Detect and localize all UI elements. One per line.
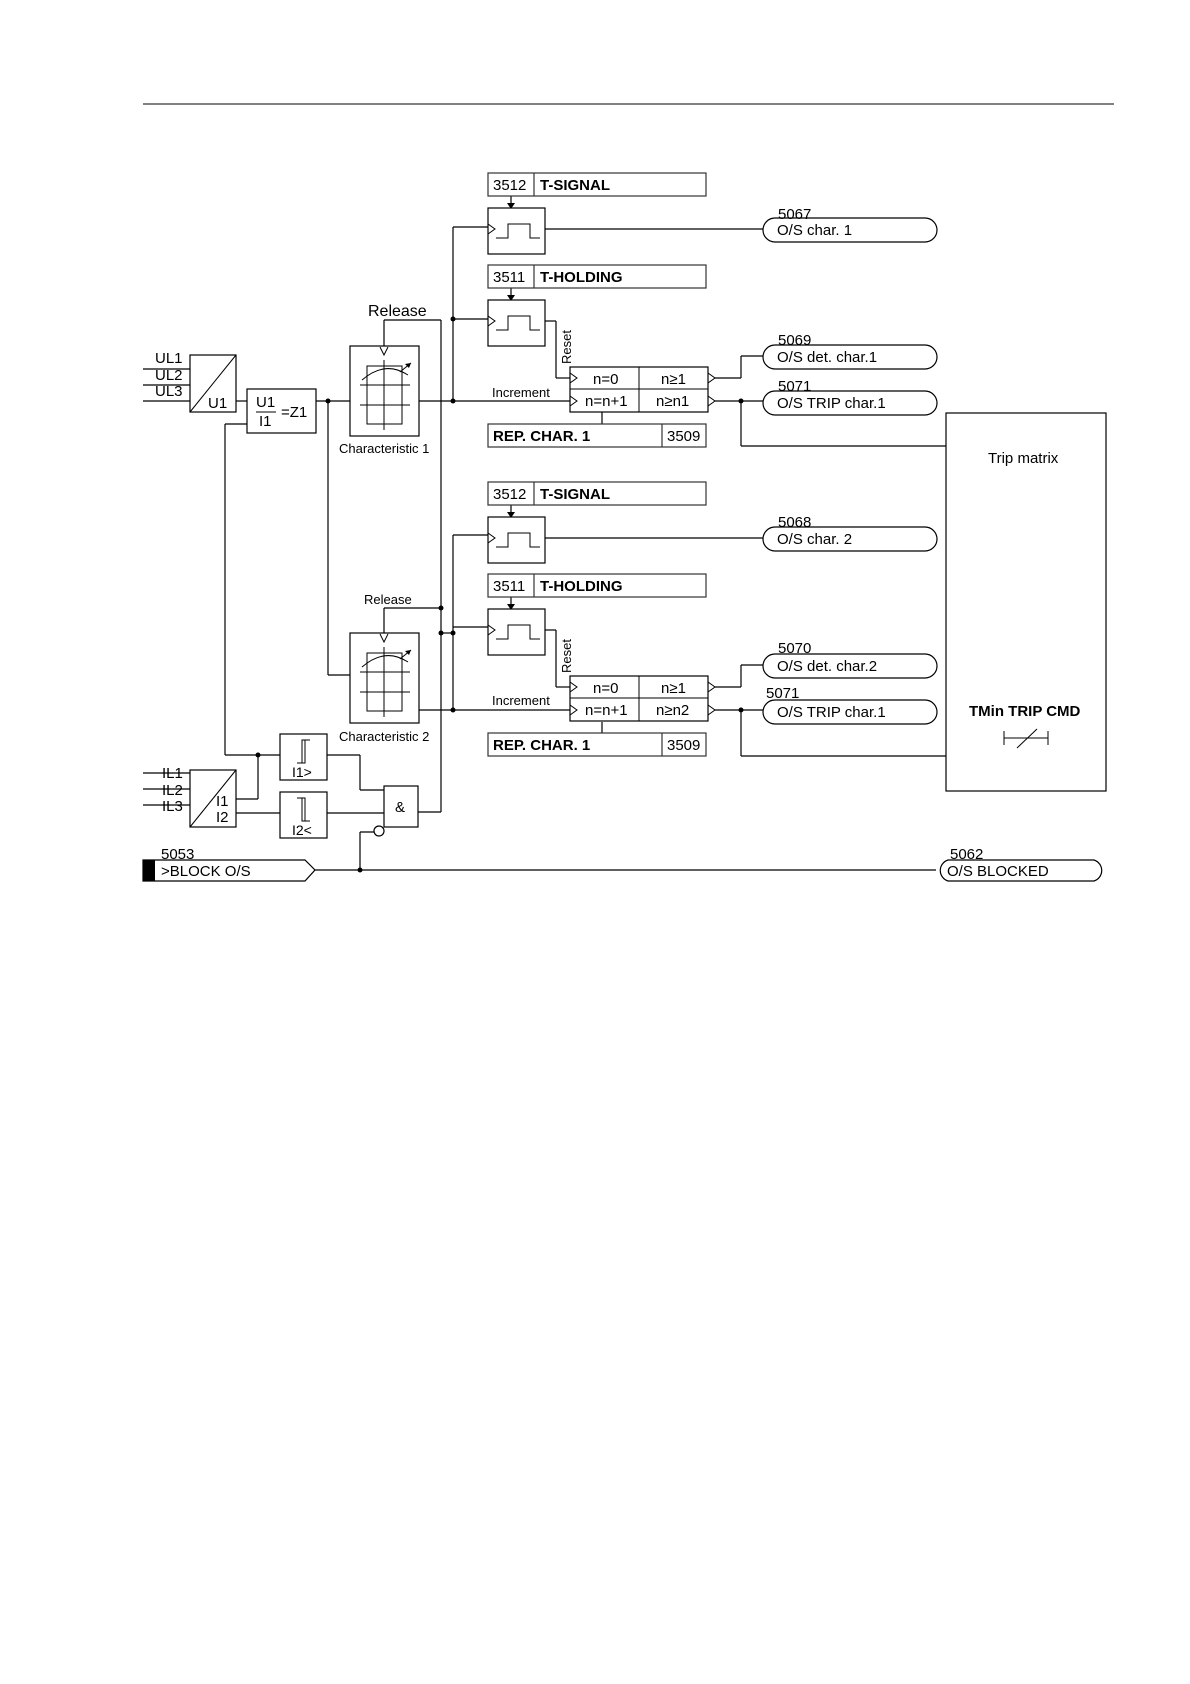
pulse-timer-2	[487, 516, 546, 564]
t-holding-2-name: T-HOLDING	[540, 578, 623, 595]
input-il1: IL1	[162, 765, 183, 782]
output-char-1-num: 5067	[778, 206, 811, 223]
t-signal-2-num: 3512	[493, 486, 526, 503]
rep-char-2-num: 3509	[667, 737, 700, 754]
counter-2-ninc: n=n+1	[585, 702, 628, 719]
current-converter-i2: I2	[216, 809, 229, 826]
t-signal-1-num: 3512	[493, 177, 526, 194]
impedance-block: U1 I1 =Z1	[246, 388, 317, 434]
output-det-char-2-num: 5070	[778, 640, 811, 657]
output-char-2: 5068 O/S char. 2	[762, 514, 938, 552]
trip-matrix: Trip matrix TMin TRIP CMD	[945, 412, 1107, 792]
arrow-heads	[507, 203, 515, 610]
hold-timer-2	[487, 608, 546, 656]
characteristic-2-label: Characteristic 2	[339, 729, 429, 744]
output-char-1-label: O/S char. 1	[777, 222, 852, 239]
i2-threshold-label: I2<	[292, 822, 312, 838]
output-char-2-num: 5068	[778, 514, 811, 531]
t-signal-2-setting: 3512 T-SIGNAL	[487, 481, 707, 506]
t-holding-2-num: 3511	[493, 578, 525, 595]
negation-circle	[373, 825, 385, 837]
input-il2: IL2	[162, 782, 183, 799]
t-holding-1-name: T-HOLDING	[540, 269, 623, 286]
i1-threshold-block: I1>	[279, 733, 328, 781]
increment-label-1: Increment	[492, 385, 550, 400]
current-converter-i1: I1	[216, 793, 229, 810]
t-holding-2-setting: 3511 T-HOLDING	[487, 573, 707, 598]
rep-char-1-num: 3509	[667, 428, 700, 445]
impedance-den: I1	[259, 413, 272, 430]
output-trip-char-2-num: 5071	[766, 685, 799, 702]
t-signal-2-name: T-SIGNAL	[540, 486, 610, 503]
input-ul3: UL3	[155, 383, 183, 400]
output-det-char-2: 5070 O/S det. char.2	[762, 640, 938, 679]
counter-1-n0: n=0	[593, 371, 618, 388]
release-label-2: Release	[364, 592, 412, 607]
impedance-num: U1	[256, 394, 275, 411]
output-det-char-1: 5069 O/S det. char.1	[762, 332, 938, 370]
output-trip-char-1-num: 5071	[778, 378, 811, 395]
increment-label-2: Increment	[492, 693, 550, 708]
block-output: 5062 O/S BLOCKED	[939, 846, 1103, 882]
counter-1-ninc: n=n+1	[585, 393, 628, 410]
counter-2: n=0 n=n+1 n≥1 n≥n2	[569, 675, 716, 722]
hold-timer-1	[487, 299, 546, 347]
block-output-label: O/S BLOCKED	[947, 863, 1049, 880]
output-det-char-1-label: O/S det. char.1	[777, 349, 877, 366]
counter-1-ge1: n≥1	[661, 371, 686, 388]
t-signal-1-setting: 3512 T-SIGNAL	[487, 172, 707, 197]
characteristic-1-label: Characteristic 1	[339, 441, 429, 456]
output-char-2-label: O/S char. 2	[777, 531, 852, 548]
output-trip-char-1: 5071 O/S TRIP char.1	[762, 378, 938, 416]
impedance-characteristic-icon	[360, 360, 412, 430]
voltage-converter: U1	[189, 354, 237, 413]
output-char-1: 5067 O/S char. 1	[762, 206, 938, 243]
impedance-characteristic-icon	[360, 647, 412, 717]
rep-char-2-setting: REP. CHAR. 1 3509	[487, 732, 707, 757]
t-signal-1-name: T-SIGNAL	[540, 177, 610, 194]
reset-label-2: Reset	[559, 639, 574, 673]
timer-adjust-icon	[1003, 728, 1049, 749]
input-il3: IL3	[162, 798, 183, 815]
i1-threshold-label: I1>	[292, 764, 312, 780]
rep-char-1-name: REP. CHAR. 1	[493, 428, 590, 445]
block-input-label: >BLOCK O/S	[161, 863, 251, 880]
output-det-char-2-label: O/S det. char.2	[777, 658, 877, 675]
pulse-timer-1	[487, 207, 546, 255]
reset-label-1: Reset	[559, 330, 574, 364]
input-ul2: UL2	[155, 367, 183, 384]
output-trip-char-2-label: O/S TRIP char.1	[777, 704, 886, 721]
voltage-converter-label: U1	[208, 395, 227, 412]
counter-2-ge1: n≥1	[661, 680, 686, 697]
output-trip-char-2: 5071 O/S TRIP char.1	[762, 685, 938, 725]
counter-2-n0: n=0	[593, 680, 618, 697]
block-input-num: 5053	[161, 846, 194, 863]
characteristic-2-block	[349, 632, 420, 724]
rep-char-2-name: REP. CHAR. 1	[493, 737, 590, 754]
and-gate-label: &	[395, 799, 405, 816]
output-det-char-1-num: 5069	[778, 332, 811, 349]
release-label-1: Release	[368, 303, 427, 320]
counter-2-gen: n≥n2	[656, 702, 689, 719]
counter-1: n=0 n=n+1 n≥1 n≥n1	[569, 366, 716, 413]
characteristic-1-block	[349, 345, 420, 437]
and-gate: &	[373, 785, 419, 837]
t-holding-1-num: 3511	[493, 269, 525, 286]
counter-1-gen: n≥n1	[656, 393, 689, 410]
output-trip-char-1-label: O/S TRIP char.1	[777, 395, 886, 412]
junction-dots	[255, 316, 744, 873]
block-input: 5053 >BLOCK O/S	[142, 846, 316, 882]
trip-matrix-cmd: TMin TRIP CMD	[969, 703, 1081, 720]
impedance-eq: =Z1	[281, 404, 307, 421]
block-output-num: 5062	[950, 846, 983, 863]
trip-matrix-title: Trip matrix	[988, 450, 1059, 467]
i2-threshold-block: I2<	[279, 791, 328, 839]
current-converter: I1 I2	[189, 769, 237, 828]
t-holding-1-setting: 3511 T-HOLDING	[487, 264, 707, 289]
input-ul1: UL1	[155, 350, 183, 367]
wiring	[143, 196, 946, 871]
rep-char-1-setting: REP. CHAR. 1 3509	[487, 423, 707, 448]
